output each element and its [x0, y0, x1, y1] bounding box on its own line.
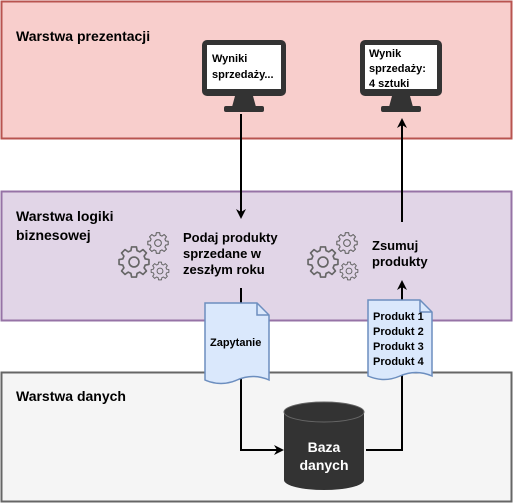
monitor-left-stand	[232, 96, 256, 107]
process-right-line2: produkty	[372, 254, 428, 269]
process-left-line1: Podaj produkty	[183, 230, 278, 245]
monitor-right-base	[381, 106, 421, 112]
monitor-left-text-line1: Wyniki	[212, 53, 247, 65]
results-item-3: Produkt 3	[373, 341, 424, 353]
process-left-line2: sprzedane w	[183, 246, 262, 261]
results-document-shape	[367, 299, 433, 381]
monitor-left: Wyniki sprzedaży...	[202, 40, 286, 112]
monitor-left-screen	[207, 45, 281, 89]
monitor-left-text-line2: sprzedaży...	[212, 69, 274, 81]
monitor-right: Wynik sprzedaży: 4 sztuki	[360, 40, 442, 112]
results-document: Produkt 1 Produkt 2 Produkt 3 Produkt 4	[367, 299, 433, 381]
monitor-right-text-line2: sprzedaży:	[369, 63, 426, 75]
business-layer-title-line2: biznesowej	[16, 227, 91, 243]
database-body	[284, 412, 364, 490]
monitor-right-stand	[389, 96, 413, 107]
query-document-shape	[204, 302, 270, 385]
database-cylinder: Baza danych	[283, 401, 365, 490]
process-right-line1: Zsumuj	[372, 238, 418, 253]
results-item-4: Produkt 4	[373, 356, 425, 368]
database-label-line2: danych	[299, 457, 348, 473]
process-right: Zsumuj produkty	[372, 238, 428, 269]
query-document: Zapytanie	[204, 302, 270, 385]
data-layer-title: Warstwa danych	[16, 388, 126, 404]
data-layer: Warstwa danych	[0, 371, 513, 503]
presentation-layer-title: Warstwa prezentacji	[16, 28, 150, 44]
business-layer: Warstwa logiki biznesowej	[0, 190, 513, 322]
monitor-left-base	[224, 106, 264, 112]
database-label-line1: Baza	[308, 439, 341, 455]
process-left-line3: zeszłym roku	[183, 262, 265, 277]
process-left: Podaj produkty sprzedane w zeszłym roku	[183, 230, 278, 277]
business-layer-title-line1: Warstwa logiki	[16, 208, 114, 224]
query-document-label: Zapytanie	[210, 337, 261, 349]
monitor-right-text-line1: Wynik	[369, 48, 402, 60]
database-top	[283, 401, 365, 423]
results-item-1: Produkt 1	[373, 311, 424, 323]
results-item-2: Produkt 2	[373, 326, 424, 338]
monitor-right-screen	[365, 45, 437, 89]
monitor-right-text-line3: 4 sztuki	[369, 78, 409, 90]
